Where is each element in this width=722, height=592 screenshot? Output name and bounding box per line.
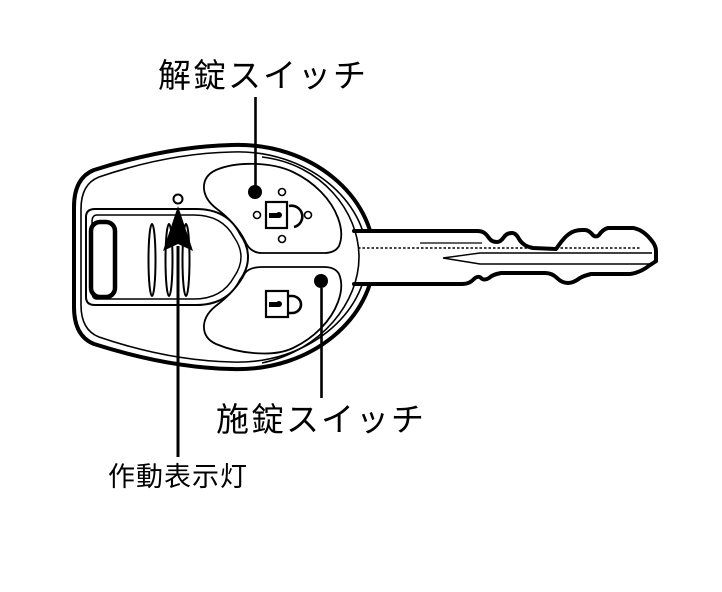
unlock-callout-dot xyxy=(248,185,262,199)
unlock-area-dot xyxy=(277,187,287,197)
grip-ridge xyxy=(147,223,157,297)
unlock-switch-label: 解錠スイッチ xyxy=(158,57,368,94)
key-blade-fill xyxy=(360,228,656,284)
lock-icon xyxy=(264,289,303,319)
key-blade-bottom-edge xyxy=(352,259,658,286)
unlock-icon-shackle xyxy=(288,204,304,229)
indicator-arrow xyxy=(163,206,193,251)
keyring-hole xyxy=(88,219,118,300)
rim-arc xyxy=(261,156,360,364)
unlock-icon xyxy=(264,200,304,230)
unlock-area-dot xyxy=(252,210,262,220)
lock-icon-shackle xyxy=(288,294,303,315)
blade-groove xyxy=(442,252,652,265)
lock-callout-dot xyxy=(314,274,328,288)
unlock-area-dot xyxy=(277,234,287,244)
indicator-light xyxy=(172,193,184,205)
lock-icon-keyhole-slot xyxy=(269,302,279,307)
lock-switch-label: 施錠スイッチ xyxy=(216,401,426,438)
unlock-icon-keyhole-slot xyxy=(269,213,279,218)
indicator-light-label: 作動表示灯 xyxy=(108,462,248,492)
key-blade-top-edge xyxy=(352,226,658,263)
unlock-area-dot xyxy=(303,210,313,220)
